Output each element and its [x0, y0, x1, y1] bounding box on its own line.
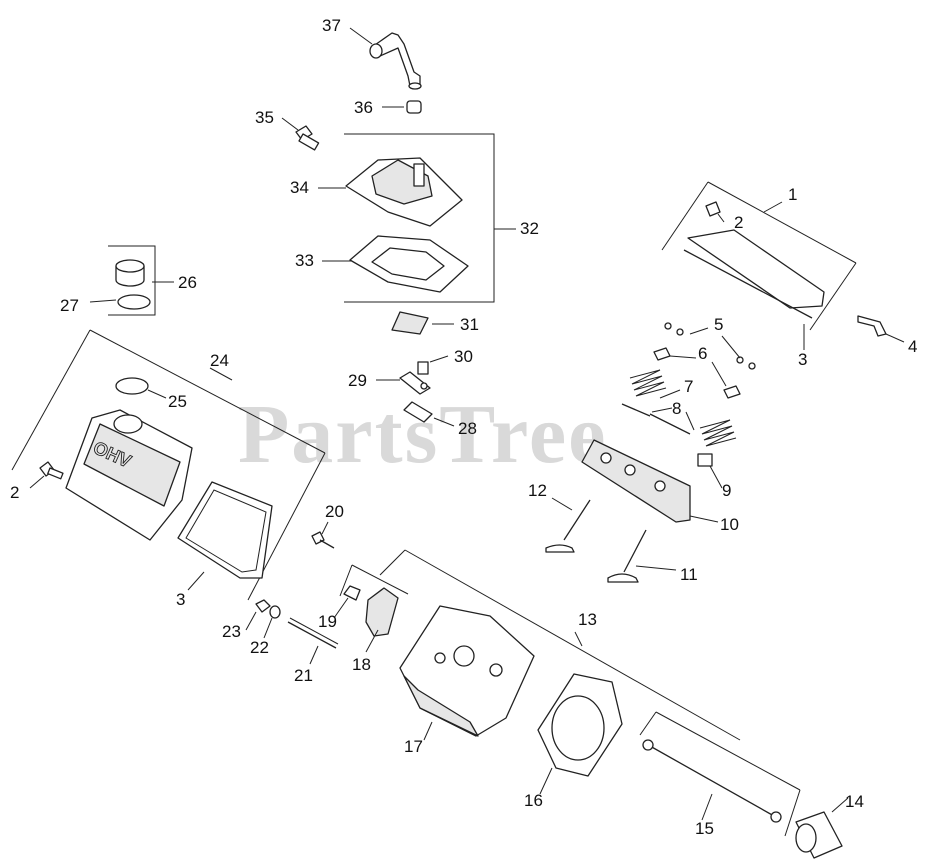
part-5-keepers[interactable] — [664, 322, 756, 370]
part-17-cylinder-head[interactable] — [399, 605, 535, 737]
label-27[interactable]: 27 — [60, 296, 79, 315]
watermark: PartsTree — [238, 388, 607, 481]
label-17[interactable]: 17 — [404, 737, 423, 756]
part-12-valve[interactable] — [545, 499, 591, 553]
part-29-bracket[interactable] — [399, 371, 431, 395]
label-30[interactable]: 30 — [454, 347, 473, 366]
part-10-head-component[interactable] — [581, 439, 691, 523]
part-6-retainers[interactable] — [653, 347, 741, 399]
part-21-stud[interactable] — [287, 617, 339, 649]
part-36-clamp[interactable] — [406, 100, 422, 114]
part-30-screw[interactable] — [417, 361, 429, 375]
part-4-bracket[interactable] — [857, 315, 887, 337]
label-32[interactable]: 32 — [520, 219, 539, 238]
label-4[interactable]: 4 — [908, 337, 917, 356]
label-22[interactable]: 22 — [250, 638, 269, 657]
label-35[interactable]: 35 — [255, 108, 274, 127]
label-34[interactable]: 34 — [290, 178, 309, 197]
part-15-push-rod[interactable] — [642, 739, 782, 823]
label-13[interactable]: 13 — [578, 610, 597, 629]
label-29[interactable]: 29 — [348, 371, 367, 390]
part-2-screw-right[interactable] — [705, 201, 721, 217]
part-7-springs[interactable] — [629, 369, 737, 447]
part-35-screw[interactable] — [295, 125, 320, 151]
label-23[interactable]: 23 — [222, 622, 241, 641]
label-12[interactable]: 12 — [528, 481, 547, 500]
label-15[interactable]: 15 — [695, 819, 714, 838]
label-26[interactable]: 26 — [178, 273, 197, 292]
part-8-guides[interactable] — [621, 403, 691, 435]
label-28[interactable]: 28 — [458, 419, 477, 438]
part-9-seal[interactable] — [697, 453, 713, 467]
label-10[interactable]: 10 — [720, 515, 739, 534]
label-11[interactable]: 11 — [680, 565, 698, 584]
label-24[interactable]: 24 — [210, 351, 229, 370]
part-33-gasket[interactable] — [349, 235, 469, 293]
label-33[interactable]: 33 — [295, 251, 314, 270]
part-3-gasket-left[interactable] — [177, 481, 273, 579]
label-14[interactable]: 14 — [845, 792, 864, 811]
label-20[interactable]: 20 — [325, 502, 344, 521]
part-22-washer[interactable] — [269, 605, 281, 619]
part-37-breather-tube[interactable] — [369, 32, 422, 90]
label-6[interactable]: 6 — [698, 344, 707, 363]
label-7[interactable]: 7 — [684, 377, 693, 396]
label-3-right[interactable]: 3 — [798, 350, 807, 369]
part-1-rocker-assembly[interactable] — [683, 229, 825, 319]
label-19[interactable]: 19 — [318, 612, 337, 631]
part-16-head-gasket[interactable] — [537, 673, 623, 777]
label-36[interactable]: 36 — [354, 98, 373, 117]
label-8[interactable]: 8 — [672, 399, 681, 418]
label-31[interactable]: 31 — [460, 315, 479, 334]
part-11-valve[interactable] — [607, 529, 647, 583]
label-21[interactable]: 21 — [294, 666, 313, 685]
label-9[interactable]: 9 — [722, 481, 731, 500]
part-23-nut[interactable] — [255, 599, 271, 613]
part-25-o-ring[interactable] — [115, 377, 149, 395]
part-19-pin[interactable] — [343, 585, 361, 601]
label-1[interactable]: 1 — [788, 185, 797, 204]
label-18[interactable]: 18 — [352, 655, 371, 674]
leader-lines — [29, 27, 905, 821]
label-37[interactable]: 37 — [322, 16, 341, 35]
label-3-left[interactable]: 3 — [176, 590, 185, 609]
label-16[interactable]: 16 — [524, 791, 543, 810]
part-26-oil-fill-cap[interactable] — [115, 259, 145, 287]
part-28-plate[interactable] — [403, 401, 433, 423]
part-34-breather-cover[interactable] — [345, 157, 463, 227]
label-2-right[interactable]: 2 — [734, 213, 743, 232]
label-5[interactable]: 5 — [714, 315, 723, 334]
part-27-o-ring[interactable] — [117, 294, 151, 310]
part-2-screw-left[interactable] — [39, 461, 64, 480]
group-brackets — [11, 133, 857, 837]
part-20-stud[interactable] — [311, 531, 335, 549]
label-25[interactable]: 25 — [168, 392, 187, 411]
part-31-seal[interactable] — [391, 311, 429, 335]
label-2-left[interactable]: 2 — [10, 483, 19, 502]
part-24-valve-cover[interactable]: OHV — [65, 409, 193, 541]
part-18-guide-plate[interactable] — [365, 587, 399, 637]
part-labels: 37 36 35 34 32 33 31 30 29 28 26 27 24 2… — [10, 16, 917, 838]
part-14-lifter[interactable] — [795, 811, 843, 859]
